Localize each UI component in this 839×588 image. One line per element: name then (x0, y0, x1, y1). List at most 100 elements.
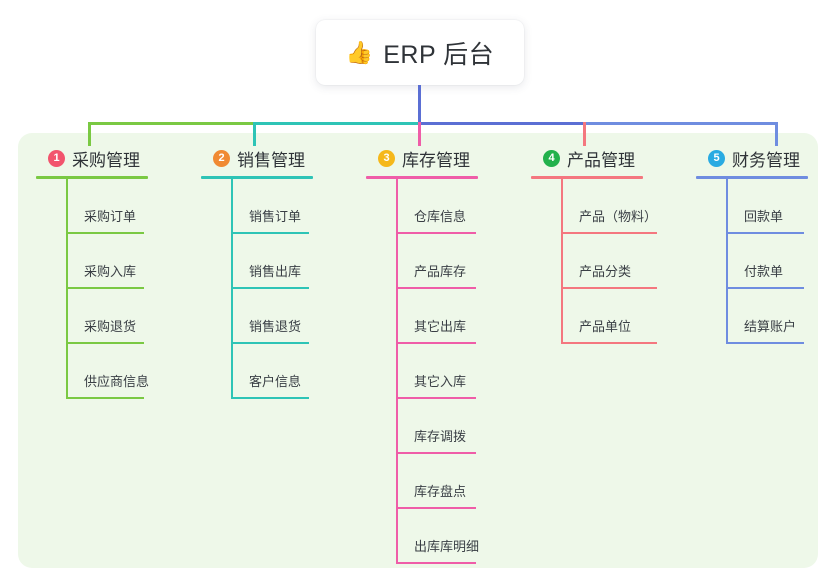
leaf-item[interactable]: 结算账户 (726, 289, 808, 344)
leaf-label: 销售订单 (249, 209, 302, 224)
leaf-underline (66, 287, 144, 289)
leaf-underline (396, 232, 476, 234)
connector-bus-segment (253, 122, 418, 125)
leaf-label: 客户信息 (249, 374, 302, 389)
leaf-item[interactable]: 产品单位 (561, 289, 657, 344)
leaf-item[interactable]: 销售出库 (231, 234, 313, 289)
leaf-underline (231, 232, 309, 234)
leaf-label: 其它入库 (414, 374, 467, 389)
leaf-label: 销售出库 (249, 264, 302, 279)
leaf-item[interactable]: 产品库存 (396, 234, 478, 289)
connector-bus-segment (418, 122, 583, 125)
branch-title: 产品管理 (567, 150, 635, 170)
branch-spine (561, 179, 563, 344)
leaf-underline (396, 562, 476, 564)
leaf-underline (561, 287, 657, 289)
branch-spine (231, 179, 233, 399)
leaf-underline (66, 232, 144, 234)
leaf-item[interactable]: 采购退货 (66, 289, 148, 344)
branch-title: 财务管理 (732, 150, 800, 170)
branch-underline (696, 176, 808, 179)
branch-5: 5 财务管理回款单付款单结算账户 (696, 146, 808, 344)
leaf-label: 其它出库 (414, 319, 467, 334)
leaf-item[interactable]: 采购订单 (66, 179, 148, 234)
branch-children: 回款单付款单结算账户 (696, 179, 808, 344)
leaf-underline (231, 287, 309, 289)
leaf-item[interactable]: 客户信息 (231, 344, 313, 399)
branch-underline (366, 176, 478, 179)
branch-spine (66, 179, 68, 399)
leaf-underline (561, 342, 657, 344)
connector-trunk (418, 85, 421, 125)
leaf-item[interactable]: 产品分类 (561, 234, 657, 289)
leaf-item[interactable]: 采购入库 (66, 234, 148, 289)
leaf-label: 采购订单 (84, 209, 137, 224)
leaf-label: 产品（物料） (579, 209, 658, 224)
leaf-underline (726, 287, 804, 289)
leaf-label: 库存调拨 (414, 429, 467, 444)
branch-underline (201, 176, 313, 179)
branch-children: 仓库信息产品库存其它出库其它入库库存调拨库存盘点出库库明细 (366, 179, 479, 564)
leaf-label: 供应商信息 (84, 374, 150, 389)
leaf-item[interactable]: 出库库明细 (396, 509, 479, 564)
leaf-underline (396, 287, 476, 289)
leaf-label: 付款单 (744, 264, 784, 279)
leaf-label: 产品库存 (414, 264, 467, 279)
branch-underline (531, 176, 643, 179)
branch-children: 采购订单采购入库采购退货供应商信息 (36, 179, 150, 399)
diagram-panel (18, 133, 818, 568)
root-node[interactable]: 👍 ERP 后台 (316, 20, 524, 85)
leaf-label: 产品分类 (579, 264, 632, 279)
leaf-item[interactable]: 其它出库 (396, 289, 478, 344)
leaf-label: 回款单 (744, 209, 784, 224)
leaf-item[interactable]: 产品（物料） (561, 179, 657, 234)
leaf-underline (66, 342, 144, 344)
branch-number-badge: 5 (708, 149, 725, 167)
leaf-underline (231, 342, 309, 344)
leaf-underline (726, 232, 804, 234)
leaf-underline (231, 397, 309, 399)
branch-number-badge: 4 (543, 149, 560, 167)
leaf-label: 采购入库 (84, 264, 137, 279)
connector-bus-segment (583, 122, 775, 125)
branch-header[interactable]: 4 产品管理 (531, 146, 643, 170)
leaf-item[interactable]: 库存盘点 (396, 454, 478, 509)
root-title: ERP 后台 (383, 40, 495, 69)
branch-number-badge: 3 (378, 149, 395, 167)
thumbs-up-icon: 👍 (345, 39, 374, 65)
leaf-item[interactable]: 销售订单 (231, 179, 313, 234)
branch-title: 采购管理 (72, 150, 140, 170)
branch-underline (36, 176, 148, 179)
leaf-item[interactable]: 仓库信息 (396, 179, 478, 234)
branch-spine (726, 179, 728, 344)
leaf-item[interactable]: 供应商信息 (66, 344, 150, 399)
leaf-item[interactable]: 销售退货 (231, 289, 313, 344)
leaf-underline (396, 507, 476, 509)
branch-children: 销售订单销售出库销售退货客户信息 (201, 179, 313, 399)
branch-spine (396, 179, 398, 564)
connector-drop (253, 122, 256, 146)
branch-children: 产品（物料） 产品分类产品单位 (531, 179, 657, 344)
leaf-item[interactable]: 库存调拨 (396, 399, 478, 454)
leaf-underline (396, 452, 476, 454)
leaf-underline (66, 397, 144, 399)
leaf-label: 产品单位 (579, 319, 632, 334)
leaf-label: 采购退货 (84, 319, 137, 334)
connector-bus-segment (88, 122, 253, 125)
leaf-item[interactable]: 回款单 (726, 179, 808, 234)
leaf-item[interactable]: 付款单 (726, 234, 808, 289)
leaf-label: 库存盘点 (414, 484, 467, 499)
branch-header[interactable]: 5 财务管理 (696, 146, 808, 170)
branch-number-badge: 2 (213, 149, 230, 167)
leaf-underline (561, 232, 657, 234)
connector-drop (775, 122, 778, 146)
leaf-item[interactable]: 其它入库 (396, 344, 478, 399)
connector-drop (418, 122, 421, 146)
leaf-underline (726, 342, 804, 344)
